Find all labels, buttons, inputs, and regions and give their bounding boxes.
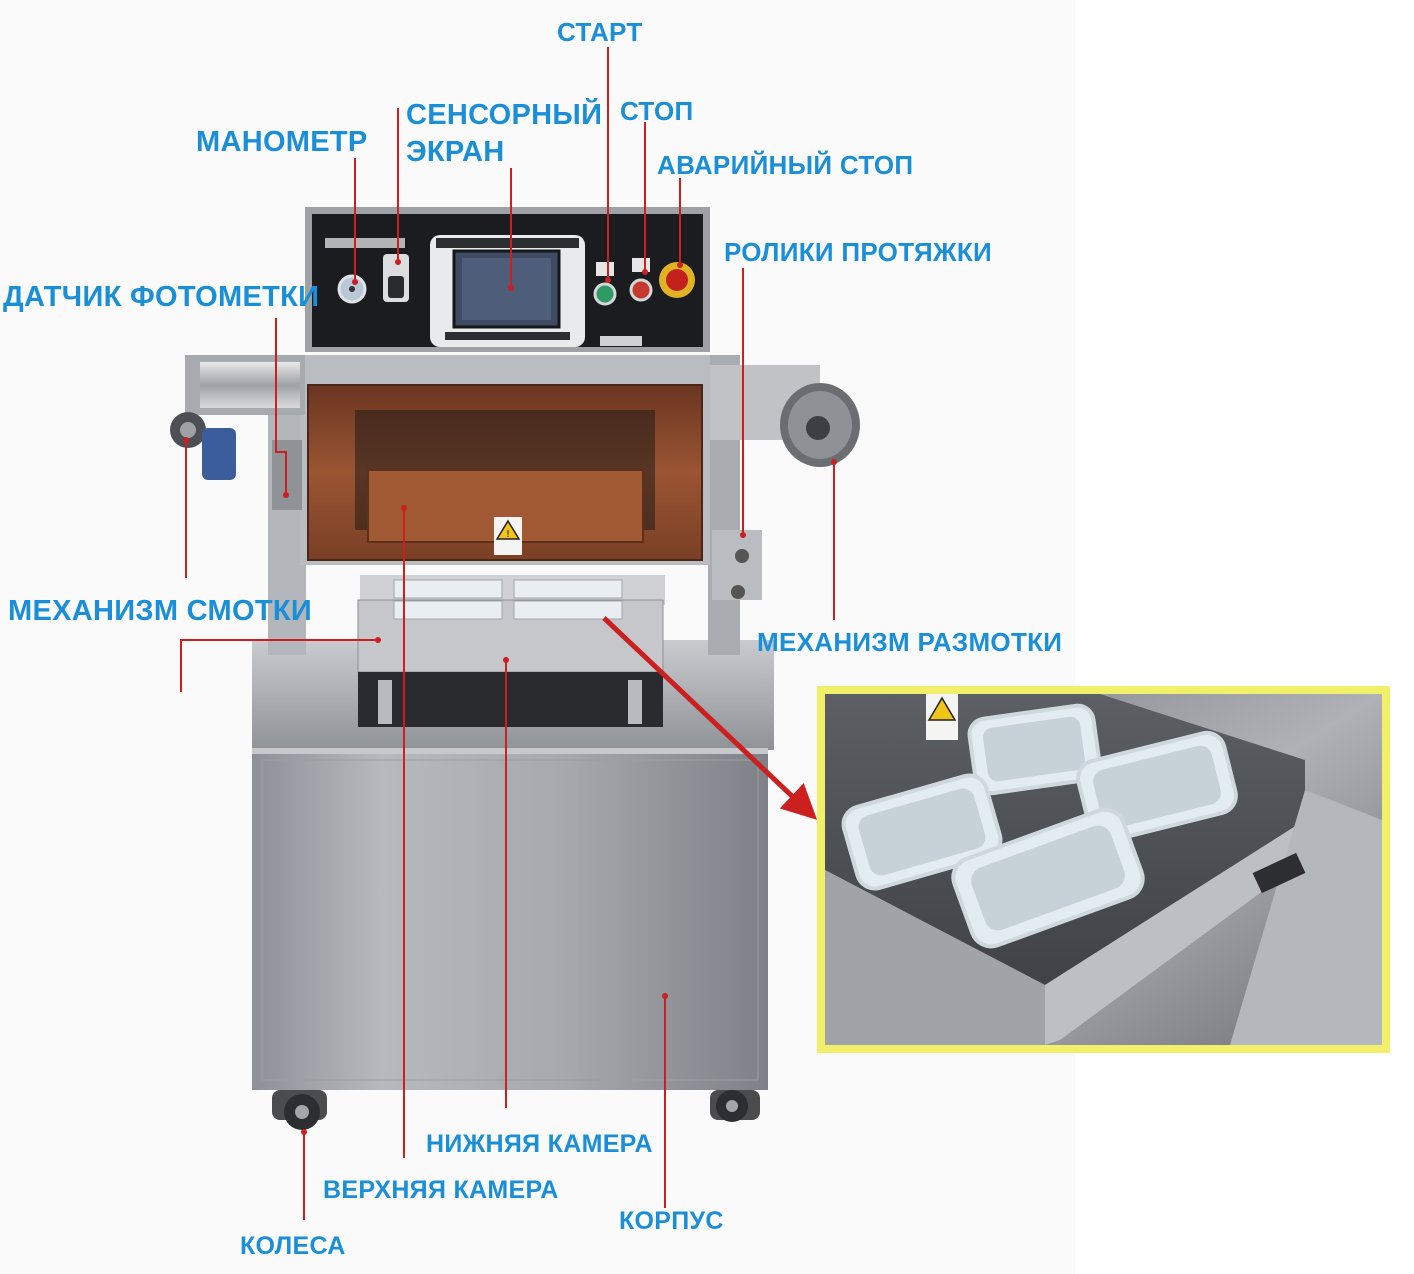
label-touchscreen-line1: СЕНСОРНЫЙ bbox=[406, 99, 603, 131]
label-stop: СТОП bbox=[620, 96, 694, 126]
label-pull-rollers: РОЛИКИ ПРОТЯЖКИ bbox=[724, 237, 992, 267]
svg-text:!: ! bbox=[506, 529, 510, 540]
zoom-arrow bbox=[602, 616, 818, 820]
inset-tray bbox=[951, 807, 1145, 949]
unwinding-mechanism bbox=[710, 365, 860, 600]
start-button bbox=[593, 282, 617, 306]
wheels bbox=[272, 1090, 760, 1130]
label-photo-sensor: ДАТЧИК ФОТОМЕТКИ bbox=[3, 281, 320, 313]
inset-tray bbox=[967, 703, 1102, 796]
label-start: СТАРТ bbox=[557, 17, 643, 47]
label-body: КОРПУС bbox=[619, 1207, 724, 1235]
inset-warning-triangle-icon bbox=[926, 694, 958, 740]
lower-chamber bbox=[357, 575, 665, 727]
leader-photo-sensor bbox=[275, 318, 287, 495]
leader-dots bbox=[183, 259, 837, 1135]
leader-winding-lower bbox=[180, 639, 378, 692]
label-unwinding-mechanism: МЕХАНИЗМ РАЗМОТКИ bbox=[757, 627, 1063, 657]
label-wheels: КОЛЕСА bbox=[240, 1232, 346, 1260]
winding-mechanism bbox=[170, 355, 305, 510]
label-winding-mechanism: МЕХАНИЗМ СМОТКИ bbox=[8, 595, 312, 627]
label-touchscreen-line2: ЭКРАН bbox=[406, 136, 505, 168]
upper-chamber-housing: ! bbox=[300, 355, 710, 565]
inset-zoom-photo bbox=[817, 686, 1390, 1053]
control-panel bbox=[305, 207, 710, 352]
label-lower-chamber: НИЖНЯЯ КАМЕРА bbox=[426, 1130, 653, 1158]
stop-button bbox=[629, 278, 653, 302]
leader-lines bbox=[180, 47, 835, 1220]
warning-triangle-icon: ! bbox=[494, 517, 522, 555]
label-manometer: МАНОМЕТР bbox=[196, 126, 368, 158]
label-emergency-stop: АВАРИЙНЫЙ СТОП bbox=[657, 150, 914, 180]
label-upper-chamber: ВЕРХНЯЯ КАМЕРА bbox=[323, 1176, 559, 1204]
